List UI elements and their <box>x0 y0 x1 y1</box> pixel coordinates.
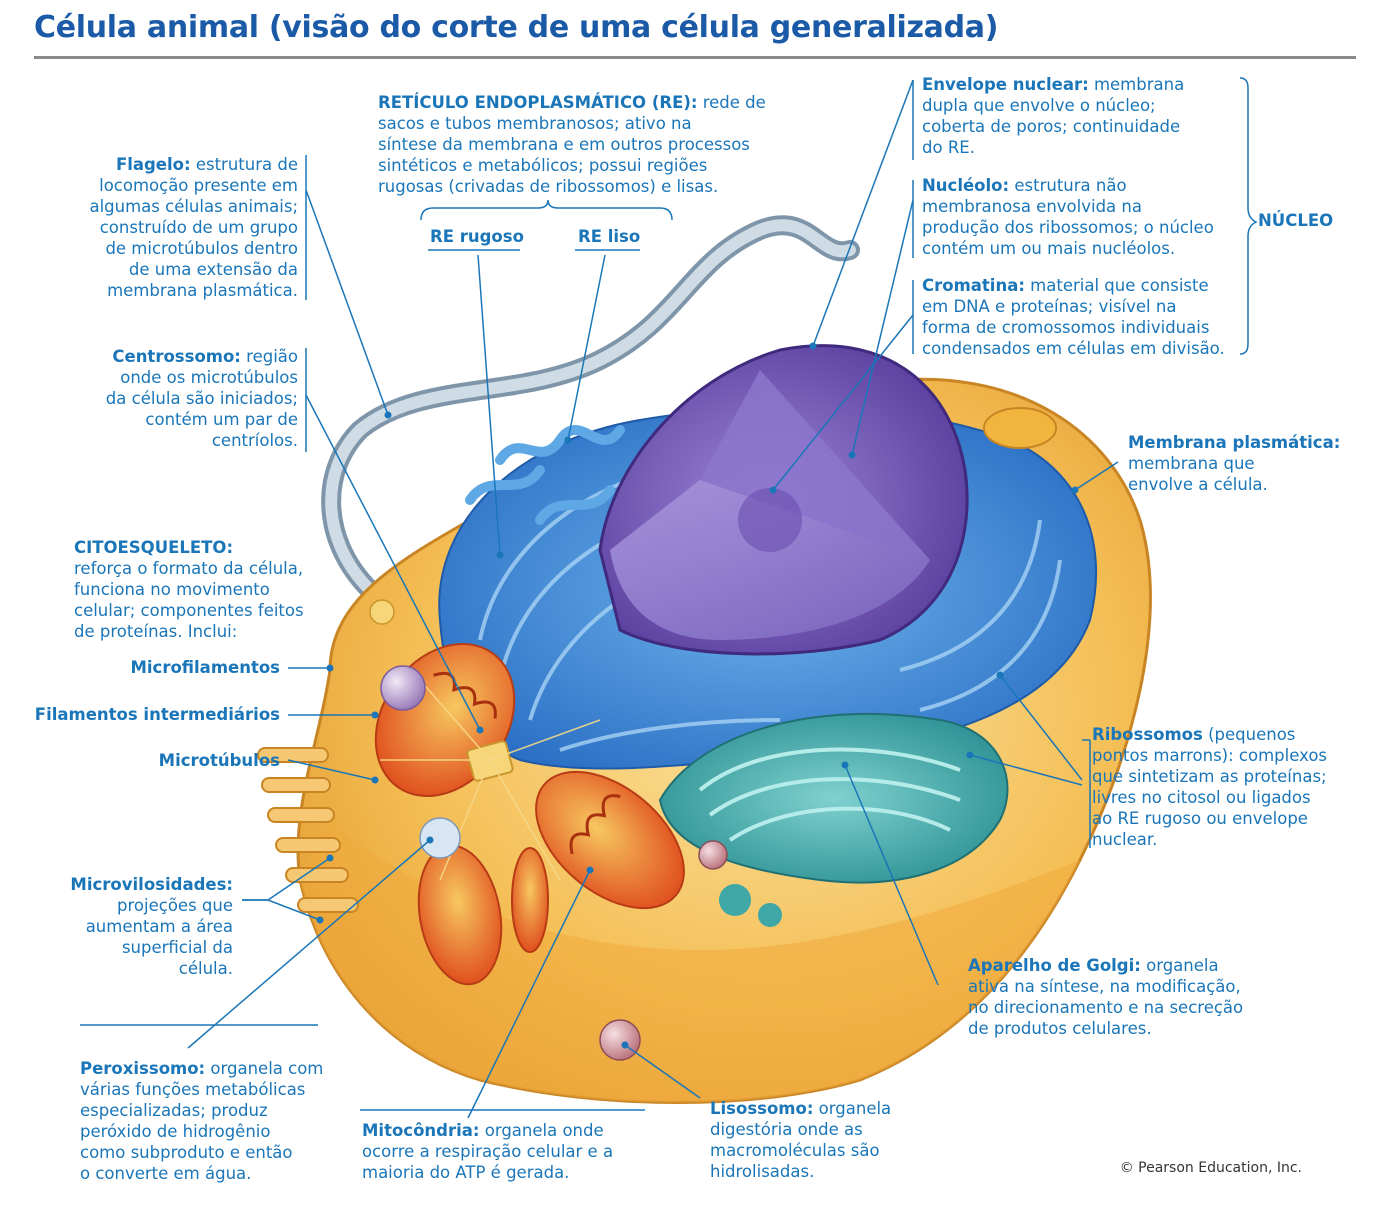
label-microtubulos: Microtúbulos <box>158 751 280 770</box>
label-envelope-nuclear: Envelope nuclear: membrana dupla que env… <box>922 75 1185 157</box>
label-flagelo: Flagelo: estrutura de locomoção presente… <box>89 155 298 300</box>
page-title: Célula animal (visão do corte de uma cél… <box>34 10 999 45</box>
nucleus <box>598 344 969 656</box>
label-citoesqueleto: CITOESQUELETO: reforça o formato da célu… <box>74 538 304 641</box>
label-centrossomo: Centrossomo: região onde os microtúbulos… <box>105 347 298 450</box>
label-re-liso: RE liso <box>578 227 641 246</box>
label-nucleo: NÚCLEO <box>1258 211 1334 230</box>
title-rule <box>34 56 1356 59</box>
flagellum <box>321 215 860 600</box>
label-re-rugoso: RE rugoso <box>430 227 524 246</box>
label-filamentos-intermediarios: Filamentos intermediários <box>34 705 280 724</box>
microvilli <box>257 747 359 913</box>
label-mitocondria: Mitocôndria: organela onde ocorre a resp… <box>362 1121 614 1182</box>
vesicles <box>369 407 1057 1061</box>
leader-lines <box>80 77 1258 1119</box>
leader-dots <box>316 342 1079 1049</box>
label-peroxissomo: Peroxissomo: organela com várias funções… <box>80 1059 324 1183</box>
centrosome <box>380 679 601 881</box>
golgi-apparatus <box>658 712 1009 927</box>
label-reticulo-endoplasmatico: RETÍCULO ENDOPLASMÁTICO (RE): rede de sa… <box>378 93 766 196</box>
label-cromatina: Cromatina: material que consiste em DNA … <box>922 276 1225 358</box>
label-microvilosidades: Microvilosidades: projeções que aumentam… <box>70 875 233 978</box>
label-ribossomos: Ribossomos (pequenos pontos marrons): co… <box>1092 725 1328 849</box>
label-lisossomo: Lisossomo: organela digestória onde as m… <box>710 1099 892 1181</box>
label-aparelho-de-golgi: Aparelho de Golgi: organela ativa na sín… <box>968 956 1244 1038</box>
label-microfilamentos: Microfilamentos <box>130 658 280 677</box>
copyright-notice: © Pearson Education, Inc. <box>1119 1160 1302 1176</box>
label-nucleolo: Nucléolo: estrutura não membranosa envol… <box>922 176 1214 258</box>
label-membrana-plasmatica: Membrana plasmática: membrana que envolv… <box>1128 433 1341 494</box>
